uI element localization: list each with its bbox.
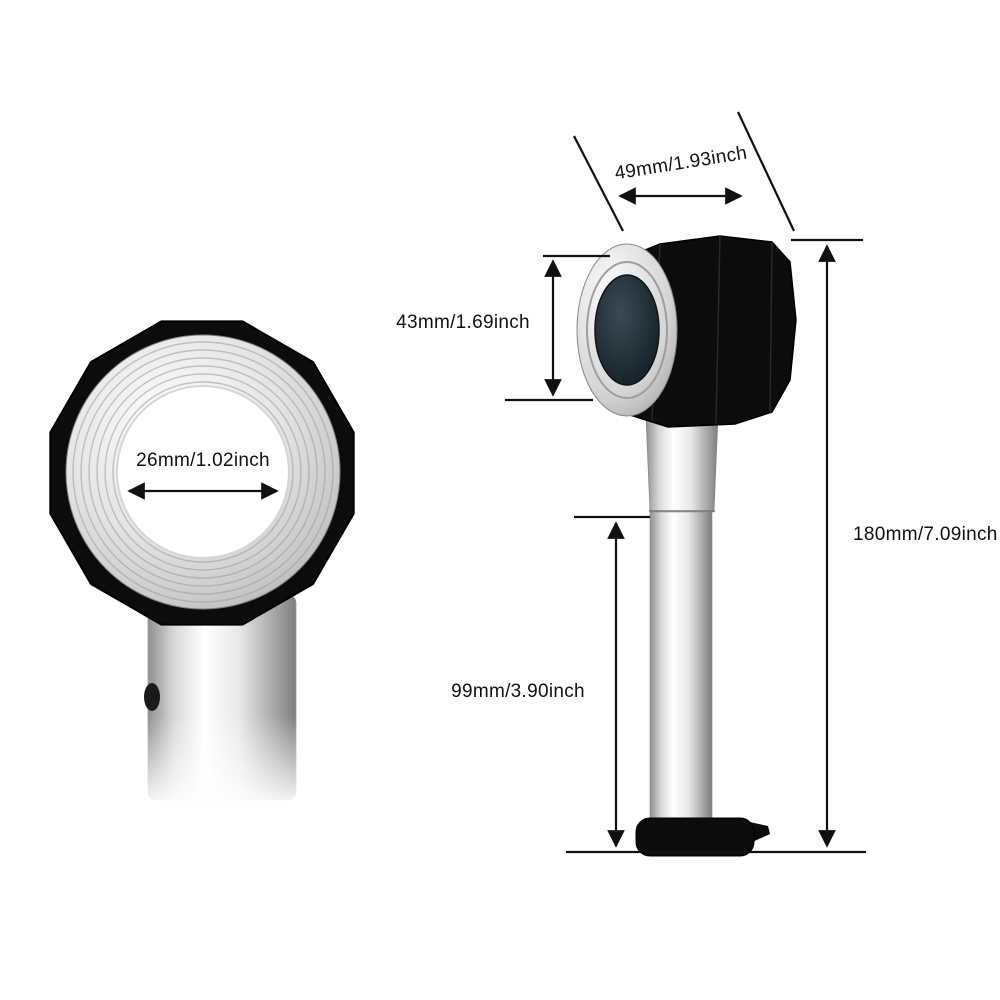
head-width-ext-left bbox=[573, 135, 624, 232]
side-base-cap bbox=[635, 817, 755, 857]
side-lens-bezel-ring bbox=[586, 261, 668, 399]
head-width-ext-right bbox=[737, 111, 795, 232]
front-view-magnifier bbox=[49, 320, 355, 810]
total-length-label: 180mm/7.09inch bbox=[853, 524, 998, 545]
front-handle-button bbox=[144, 683, 160, 711]
lens-diameter-label: 43mm/1.69inch bbox=[396, 312, 530, 333]
inner-diameter-label: 26mm/1.02inch bbox=[136, 450, 270, 471]
dimension-lines bbox=[505, 111, 866, 854]
front-lens-aperture bbox=[116, 385, 290, 559]
side-handle-tube bbox=[649, 504, 713, 826]
side-collar bbox=[645, 417, 719, 513]
front-ring-threads bbox=[72, 341, 334, 603]
side-view-magnifier bbox=[576, 235, 797, 857]
handle-length-label: 99mm/3.90inch bbox=[451, 681, 585, 702]
front-handle-fade bbox=[138, 715, 308, 810]
side-lens-glass bbox=[594, 274, 660, 386]
